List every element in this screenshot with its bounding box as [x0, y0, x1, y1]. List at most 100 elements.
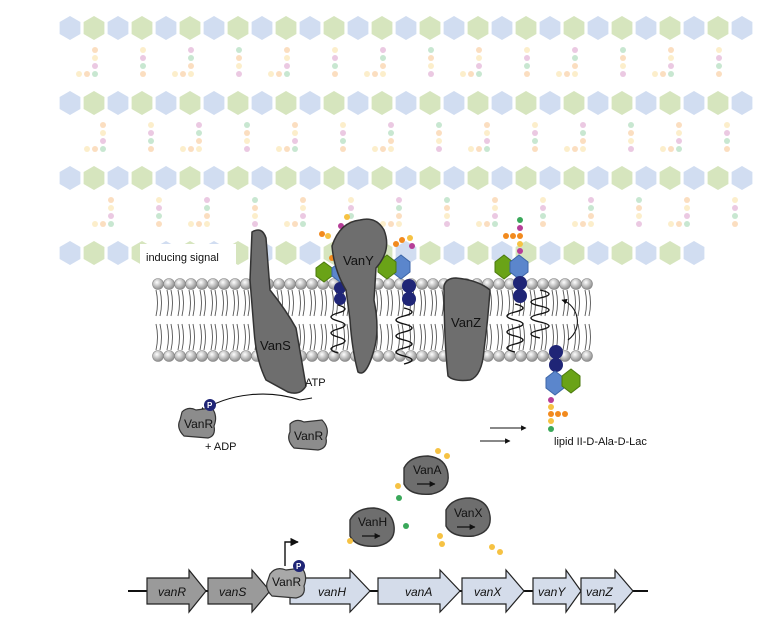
lipid-headgroup: [152, 278, 164, 290]
peptide-bead: [348, 197, 354, 203]
lipid-headgroup: [383, 278, 395, 290]
peptide-bead: [300, 221, 306, 227]
glycan-hexagon: [683, 16, 705, 40]
lipid-headgroup: [570, 278, 582, 290]
lipid-tail: [500, 323, 503, 351]
svg-text:vanZ: vanZ: [586, 585, 613, 599]
glycan-hexagon: [731, 91, 753, 115]
glycan-hexagon: [635, 241, 657, 265]
peptide-bead: [196, 138, 202, 144]
lipid-tail: [170, 289, 173, 317]
glycan-hexagon: [659, 16, 681, 40]
peptide-bead: [476, 221, 482, 227]
vanz-protein: VanZ: [443, 277, 491, 382]
peptide-bead: [716, 55, 722, 61]
lipid-tail: [577, 323, 580, 351]
peptide-bead: [332, 55, 338, 61]
vanr-bound-promoter: VanR P: [266, 560, 307, 599]
lipid-headgroup: [581, 278, 593, 290]
peptide-bead: [540, 221, 546, 227]
lipid-tail: [566, 323, 569, 351]
peptide-bead: [484, 122, 490, 128]
glycan-hexagon: [227, 166, 249, 190]
vanr-p-label: VanR: [184, 417, 213, 431]
peptide-bead: [492, 205, 498, 211]
glycan-hexagon: [275, 241, 297, 265]
glycan-hexagon: [323, 91, 345, 115]
glycan-hexagon: [59, 166, 81, 190]
peptide-bead: [572, 55, 578, 61]
peptide-bead: [92, 221, 98, 227]
peptide-bead: [300, 205, 306, 211]
peptide-bead: [556, 71, 562, 77]
peptide-bead: [388, 221, 394, 227]
glycan-hexagon: [491, 166, 513, 190]
peptide-bead: [572, 146, 578, 152]
lipid-tail: [379, 289, 382, 317]
glycan-hexagon: [635, 91, 657, 115]
glycan-hexagon: [659, 241, 681, 265]
peptide-bead: [396, 205, 402, 211]
peptide-bead: [92, 55, 98, 61]
lipid-tail: [155, 323, 158, 351]
lipid-tail: [203, 323, 206, 351]
lipid-tail: [309, 289, 312, 317]
peptide-bead: [236, 63, 242, 69]
peptide-bead: [724, 138, 730, 144]
lipid-tail: [551, 289, 554, 317]
peptide-bead: [276, 146, 282, 152]
peptide-bead: [580, 138, 586, 144]
adp-label: + ADP: [205, 441, 237, 453]
peptide-bead: [332, 47, 338, 53]
glycan-hexagon: [539, 91, 561, 115]
lipid-tail: [232, 289, 235, 317]
peptide-bead: [388, 130, 394, 136]
peptide-bead: [684, 213, 690, 219]
lipid-tail: [533, 289, 536, 317]
peptide-bead: [668, 55, 674, 61]
peptide-bead: [580, 122, 586, 128]
peptide-bead: [732, 205, 738, 211]
lipid-headgroup: [174, 278, 186, 290]
glycan-hexagon: [131, 166, 153, 190]
lipid-tail: [562, 289, 565, 317]
glycan-hexagon: [155, 166, 177, 190]
peptide-bead: [684, 197, 690, 203]
peptide-bead: [284, 221, 290, 227]
peptide-bead: [484, 138, 490, 144]
peptide-bead: [572, 71, 578, 77]
gene-vanz: vanZ: [580, 568, 634, 614]
glycan-hexagon: [515, 16, 537, 40]
glycan-hexagon: [419, 241, 441, 265]
lipid-headgroup: [240, 350, 252, 362]
peptide-bead: [196, 130, 202, 136]
vana-protein: VanA: [403, 455, 449, 495]
lipid-tail: [496, 323, 499, 351]
glycan-hexagon: [587, 91, 609, 115]
peptide-bead: [148, 146, 154, 152]
peptide-bead: [724, 146, 730, 152]
peptide-bead: [348, 205, 354, 211]
glycan-hexagon: [131, 16, 153, 40]
glycan-hexagon: [683, 166, 705, 190]
lipid-headgroup: [416, 278, 428, 290]
peptide-bead: [100, 146, 106, 152]
svg-text:vanY: vanY: [538, 585, 566, 599]
lipid-tail: [313, 289, 316, 317]
peptide-bead: [180, 146, 186, 152]
peptide-bead: [628, 122, 634, 128]
peptide-bead: [676, 122, 682, 128]
peptide-bead: [292, 138, 298, 144]
peptide-bead: [436, 138, 442, 144]
glycan-hexagon: [227, 91, 249, 115]
peptide-bead: [524, 71, 530, 77]
lipid-headgroup: [196, 350, 208, 362]
lipid-tail: [430, 323, 433, 351]
glycan-hexagon: [299, 241, 321, 265]
vanx-protein: VanX: [445, 497, 491, 537]
peptide-bead: [684, 221, 690, 227]
phosphate-icon: [293, 560, 305, 572]
vanh-protein: VanH: [349, 507, 395, 547]
peptide-bead: [156, 221, 162, 227]
peptide-bead: [236, 71, 242, 77]
